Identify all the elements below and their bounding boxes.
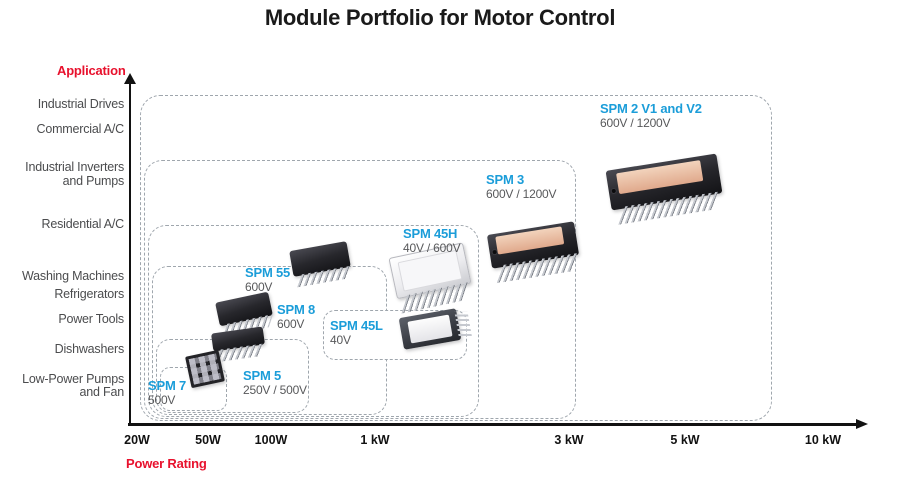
- spm3-label: SPM 3 600V / 1200V: [486, 172, 557, 202]
- spm45h-name: SPM 45H: [403, 226, 458, 241]
- spm55-voltage: 600V: [245, 280, 273, 294]
- x-axis-tick-label: 1 kW: [360, 433, 390, 447]
- page-title: Module Portfolio for Motor Control: [264, 5, 616, 30]
- y-axis-tick-label: Residential A/C: [41, 217, 125, 231]
- y-axis-tick-label: Refrigerators: [54, 287, 124, 301]
- spm55-name: SPM 55: [245, 265, 291, 280]
- spm45l-label: SPM 45L 40V: [330, 318, 383, 348]
- spm45l-name: SPM 45L: [330, 318, 383, 333]
- y-axis-tick-label: Commercial A/C: [36, 122, 125, 136]
- spm2-range-box: [140, 95, 772, 421]
- y-axis-line: [129, 84, 131, 426]
- x-axis-tick-label: 5 kW: [670, 433, 700, 447]
- y-axis-tick-label: and Pumps: [62, 174, 125, 188]
- spm2-voltage: 600V / 1200V: [600, 116, 671, 130]
- x-axis-tick-label: 50W: [195, 433, 221, 447]
- spm45h-range-box: [148, 225, 479, 417]
- y-axis-arrow-icon: [124, 73, 136, 84]
- spm7-voltage: 500V: [148, 393, 176, 407]
- spm8-name: SPM 8: [277, 302, 316, 317]
- y-axis-tick-label: Dishwashers: [54, 342, 125, 356]
- x-axis-arrow-icon: [856, 419, 868, 429]
- x-axis-tick-label: 3 kW: [554, 433, 584, 447]
- y-axis-title: Application: [57, 63, 126, 78]
- y-axis-tick-label: Low-Power Pumps: [22, 372, 124, 386]
- y-axis-tick-label: Industrial Inverters: [25, 160, 124, 174]
- spm2-label: SPM 2 V1 and V2 600V / 1200V: [600, 101, 702, 131]
- spm3-range-box: [144, 160, 576, 419]
- spm5-name: SPM 5: [243, 368, 282, 383]
- spm3-voltage: 600V / 1200V: [486, 187, 557, 201]
- x-axis-tick-label: 20W: [124, 433, 150, 447]
- y-axis-tick-label: Washing Machines: [22, 269, 124, 283]
- spm7-label: SPM 7 500V: [148, 378, 186, 408]
- y-axis-tick-label: Power Tools: [58, 312, 124, 326]
- spm7-name: SPM 7: [148, 378, 187, 393]
- y-axis-tick-label: and Fan: [79, 385, 125, 399]
- spm8-voltage: 600V: [277, 317, 305, 331]
- spm5-voltage: 250V / 500V: [243, 383, 307, 397]
- spm45h-label: SPM 45H 40V / 600V: [403, 226, 461, 256]
- spm55-label: SPM 55 600V: [245, 265, 290, 295]
- spm3-name: SPM 3: [486, 172, 525, 187]
- x-axis-tick-label: 10 kW: [804, 433, 842, 447]
- x-axis-line: [128, 423, 858, 426]
- x-axis-title: Power Rating: [126, 456, 207, 471]
- spm45h-voltage: 40V / 600V: [403, 241, 461, 255]
- spm45l-voltage: 40V: [330, 333, 351, 347]
- spm5-label: SPM 5 250V / 500V: [243, 368, 307, 398]
- x-axis-tick-label: 100W: [254, 433, 288, 447]
- spm2-name: SPM 2 V1 and V2: [600, 101, 702, 116]
- y-axis-tick-label: Industrial Drives: [37, 97, 124, 111]
- spm8-label: SPM 8 600V: [277, 302, 315, 332]
